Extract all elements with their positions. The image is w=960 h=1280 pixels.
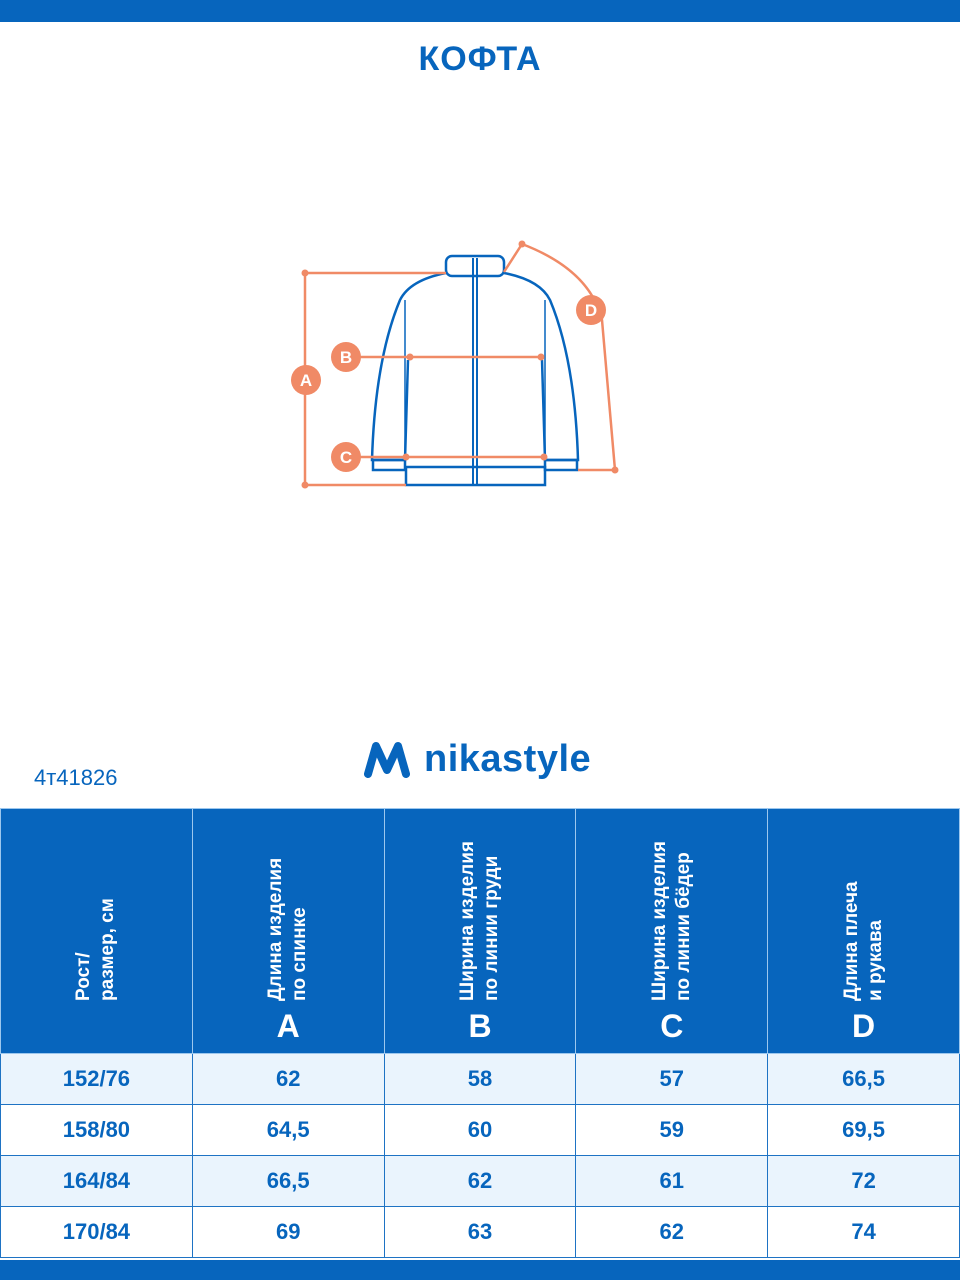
- label-a: A: [300, 371, 312, 390]
- top-bar: [0, 0, 960, 22]
- brand-logo-icon: [364, 741, 410, 778]
- cell: 69,5: [767, 1104, 960, 1156]
- cell: 69: [191, 1206, 385, 1258]
- cell: 64,5: [191, 1104, 385, 1156]
- cell: 58: [383, 1053, 577, 1105]
- label-c: C: [340, 448, 352, 467]
- cell: 63: [383, 1206, 577, 1258]
- page-title: КОФТА: [418, 40, 542, 78]
- cell: 62: [575, 1206, 769, 1258]
- cell: 59: [575, 1104, 769, 1156]
- brand-name: nikastyle: [424, 738, 592, 780]
- cell: 170/84: [0, 1206, 193, 1258]
- label-c-marker: [331, 442, 361, 472]
- cell: 57: [575, 1053, 769, 1105]
- article-number: 4т41826: [34, 765, 118, 790]
- jacket-measurement-diagram: A B C D: [291, 240, 619, 489]
- label-b-marker: [331, 342, 361, 372]
- cell: 66,5: [191, 1155, 385, 1207]
- cell: 66,5: [767, 1053, 960, 1105]
- cell: 60: [383, 1104, 577, 1156]
- bottom-bar: [0, 1260, 960, 1280]
- cell: 62: [191, 1053, 385, 1105]
- cell: 158/80: [0, 1104, 193, 1156]
- label-d-marker: [576, 295, 606, 325]
- cell: 152/76: [0, 1053, 193, 1105]
- cell: 72: [767, 1155, 960, 1207]
- label-a-marker: [291, 365, 321, 395]
- jacket-outline: [370, 254, 580, 487]
- label-b: B: [340, 348, 352, 367]
- cell: 74: [767, 1206, 960, 1258]
- header-size: Рост/ размер, см: [0, 808, 193, 1054]
- label-d: D: [585, 301, 597, 320]
- brand-logo: nikastyle: [364, 738, 591, 781]
- size-table: Рост/ размер, см Длина изделия по спинке…: [0, 808, 960, 1258]
- cell: 62: [383, 1155, 577, 1207]
- cell: 164/84: [0, 1155, 193, 1207]
- cell: 61: [575, 1155, 769, 1207]
